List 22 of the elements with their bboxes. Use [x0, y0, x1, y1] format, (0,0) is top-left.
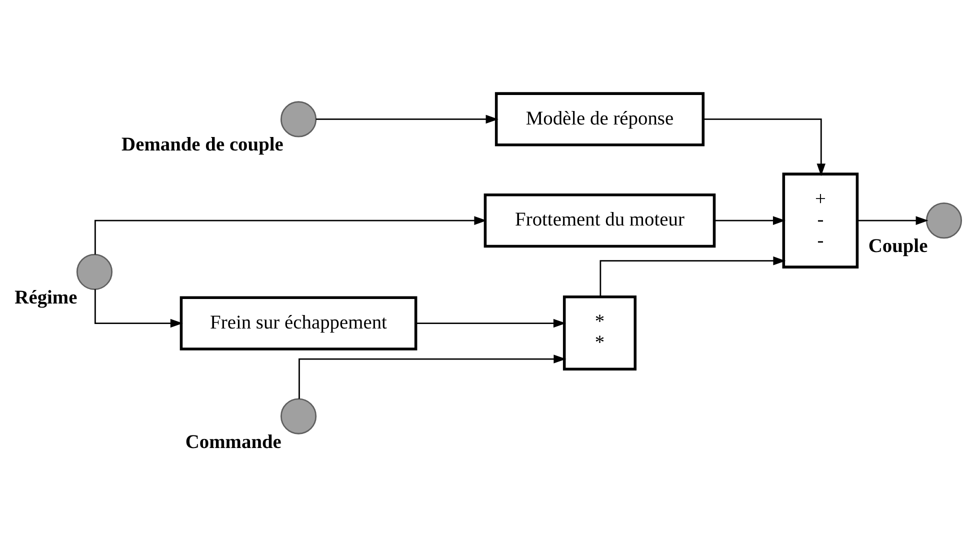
- arrow: [416, 318, 566, 328]
- node-label: Couple: [868, 236, 928, 258]
- arrow: [316, 114, 498, 124]
- node-box: + - -: [782, 172, 859, 268]
- node-circle: [76, 254, 113, 290]
- node-box: Frein sur échappement: [180, 296, 418, 350]
- arrow: [600, 256, 786, 296]
- node-label: Demande de couple: [122, 134, 284, 156]
- arrow: [858, 216, 928, 225]
- node-box: * *: [562, 296, 637, 370]
- arrow: [714, 216, 786, 225]
- node-box: Frottement du moteur: [484, 194, 716, 248]
- arrow: [94, 289, 183, 328]
- node-circle: [926, 202, 962, 239]
- node-circle: [280, 398, 317, 434]
- node-label: Régime: [14, 287, 78, 308]
- node-circle: [280, 101, 317, 138]
- node-label: Commande: [185, 432, 282, 453]
- node-box: Modèle de réponse: [494, 92, 705, 146]
- arrow: [298, 354, 566, 399]
- arrow: [94, 216, 487, 255]
- arrow: [703, 118, 826, 176]
